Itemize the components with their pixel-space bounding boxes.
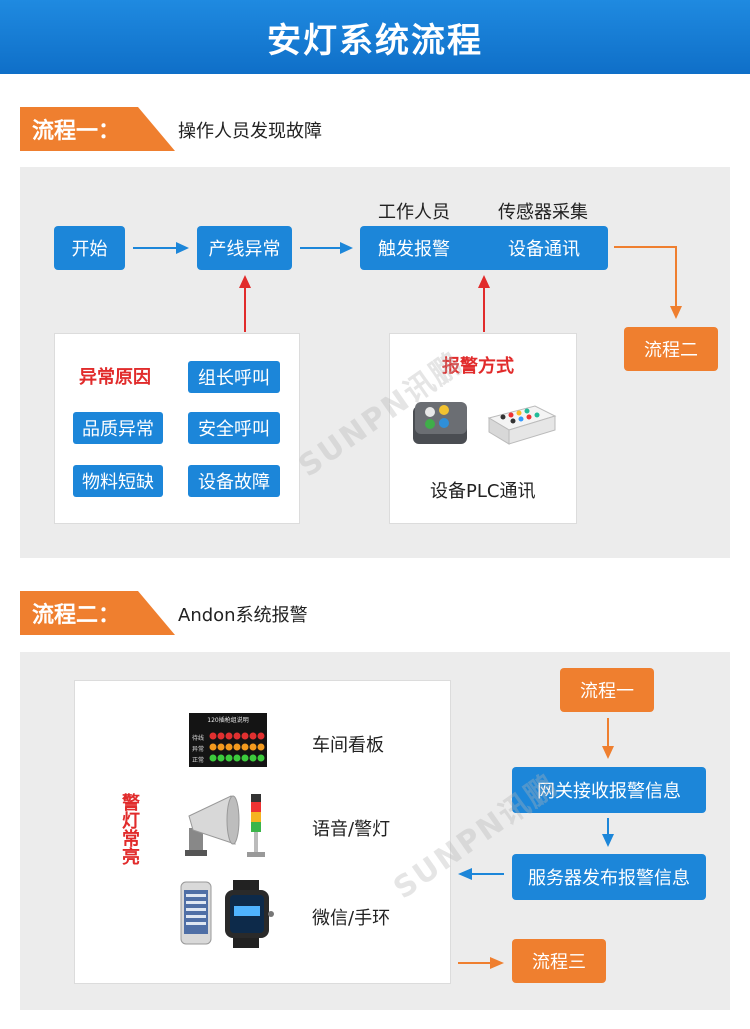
speaker-warning-light-icon — [185, 794, 265, 857]
to-step3-node: 流程三 — [512, 939, 606, 983]
page-header: 安灯系统流程 — [0, 0, 750, 74]
server-node: 服务器发布报警信息 — [512, 854, 706, 900]
arrow-server-to-devices — [458, 868, 504, 880]
step2-description: Andon系统报警 — [178, 605, 308, 626]
gateway-node: 网关接收报警信息 — [512, 767, 706, 813]
arrow-to-step3 — [458, 957, 504, 969]
arrow-line-to-trigger — [300, 242, 353, 254]
device-wechat-label: 微信/手环 — [312, 908, 391, 929]
arrow-step1-to-gateway — [602, 718, 614, 759]
cause-material: 物料短缺 — [73, 465, 163, 497]
arrow-alarm-up — [478, 275, 490, 332]
from-step1-node: 流程一 — [560, 668, 654, 712]
board-row-label: 正常 — [192, 757, 205, 764]
board-title: 120插枪组说明 — [207, 717, 249, 724]
arrow-start-to-line — [133, 242, 189, 254]
cause-quality: 品质异常 — [73, 412, 163, 444]
board-lights — [209, 732, 265, 762]
workshop-board-icon: 120插枪组说明 待线 异常 正常 — [189, 713, 267, 767]
board-row-labels: 待线 异常 正常 — [192, 733, 204, 766]
page-title: 安灯系统流程 — [267, 20, 483, 61]
cause-equipment: 设备故障 — [188, 465, 280, 497]
worker-label: 工作人员 — [378, 202, 450, 223]
wireless-button-icon — [413, 402, 467, 444]
sensor-label: 传感器采集 — [498, 202, 588, 223]
cause-safety: 安全呼叫 — [188, 412, 280, 444]
start-node: 开始 — [54, 226, 125, 270]
plc-box-icon — [487, 405, 557, 445]
alarm-caption: 设备PLC通讯 — [430, 481, 536, 502]
arrow-to-step2 — [614, 246, 682, 319]
step1-description: 操作人员发现故障 — [178, 121, 322, 142]
device-comm-label: 设备通讯 — [508, 239, 580, 260]
trigger-alarm-node: 触发报警 设备通讯 — [360, 226, 608, 270]
board-row-label: 异常 — [192, 746, 205, 753]
line-abnormal-node: 产线异常 — [197, 226, 292, 270]
board-row-label: 待线 — [192, 735, 205, 742]
arrow-gateway-to-server — [602, 818, 614, 847]
warning-light-label: 警灯常亮 — [119, 793, 140, 865]
trigger-alarm-label: 触发报警 — [378, 239, 450, 260]
to-step2-node: 流程二 — [624, 327, 718, 371]
step1-tab: 流程一： — [20, 107, 175, 151]
arrow-causes-up — [239, 275, 251, 332]
alarm-method-title: 报警方式 — [442, 356, 514, 377]
device-voice-label: 语音/警灯 — [312, 819, 391, 840]
cause-team-lead: 组长呼叫 — [188, 361, 280, 393]
causes-title: 异常原因 — [79, 367, 151, 388]
phone-watch-icon — [180, 880, 274, 948]
device-board-label: 车间看板 — [312, 735, 384, 756]
